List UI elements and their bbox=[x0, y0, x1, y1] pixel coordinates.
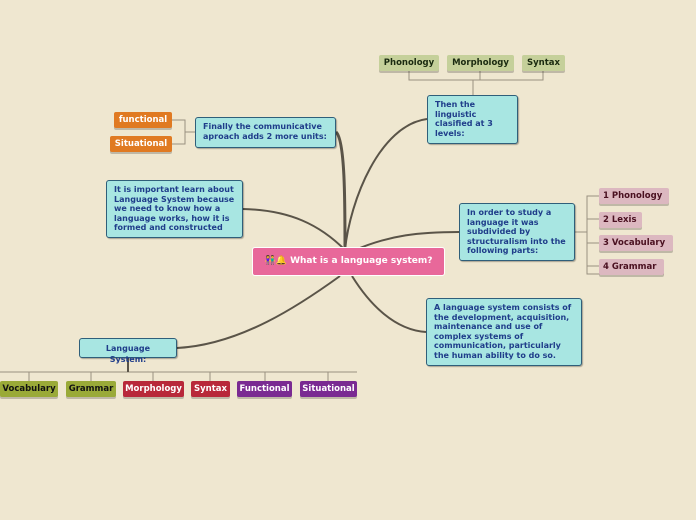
part-vocabulary[interactable]: 3 Vocabulary bbox=[599, 235, 673, 251]
system-morphology[interactable]: Morphology bbox=[123, 381, 184, 397]
branch-definition bbox=[351, 275, 427, 333]
branch-system bbox=[176, 275, 341, 349]
system-situational[interactable]: Situational bbox=[300, 381, 357, 397]
level-morphology[interactable]: Morphology bbox=[447, 55, 514, 71]
branch-important bbox=[242, 208, 346, 251]
level-syntax[interactable]: Syntax bbox=[522, 55, 565, 71]
part-lexis[interactable]: 2 Lexis bbox=[599, 212, 642, 228]
system-vocabulary[interactable]: Vocabulary bbox=[0, 381, 58, 397]
levels-node[interactable]: Then the linguistic clasified at 3 level… bbox=[427, 95, 518, 144]
definition-node[interactable]: A language system consists of the develo… bbox=[426, 298, 582, 366]
communicative-node[interactable]: Finally the communicative aproach adds 2… bbox=[195, 117, 336, 148]
important-node[interactable]: It is important learn about Language Sys… bbox=[106, 180, 243, 238]
system-grammar[interactable]: Grammar bbox=[66, 381, 116, 397]
part-grammar[interactable]: 4 Grammar bbox=[599, 259, 664, 275]
level-phonology[interactable]: Phonology bbox=[379, 55, 439, 71]
unit-functional[interactable]: functional bbox=[114, 112, 172, 128]
branch-communicative bbox=[334, 130, 347, 251]
part-phonology[interactable]: 1 Phonology bbox=[599, 188, 669, 204]
branch-structuralism bbox=[354, 231, 460, 251]
system-functional[interactable]: Functional bbox=[237, 381, 292, 397]
people-bell-icon: 👫🔔 bbox=[264, 256, 291, 266]
system-node[interactable]: Language System: bbox=[79, 338, 177, 364]
branch-levels bbox=[344, 118, 428, 251]
unit-situational[interactable]: Situational bbox=[110, 136, 172, 152]
system-syntax[interactable]: Syntax bbox=[191, 381, 230, 397]
central-topic[interactable]: 👫🔔 What is a language system? bbox=[252, 247, 445, 276]
structuralism-node[interactable]: In order to study a language it was subd… bbox=[459, 203, 575, 261]
